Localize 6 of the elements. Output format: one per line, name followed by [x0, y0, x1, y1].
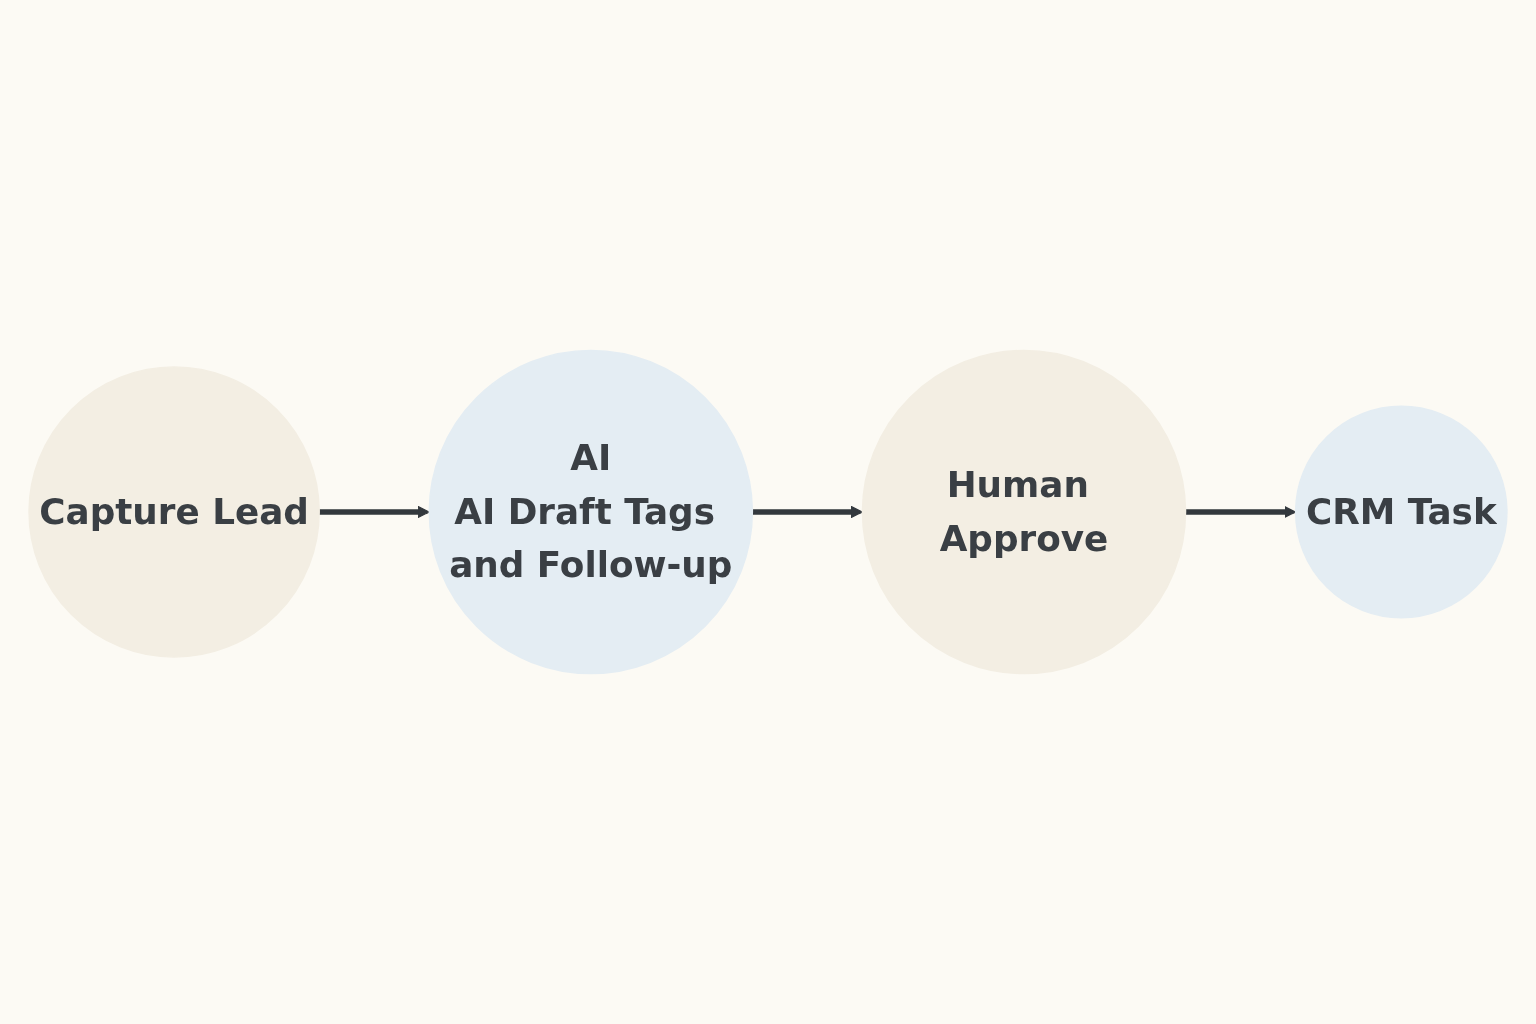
node-circle: CRM Task: [1294, 405, 1508, 619]
arrow: [752, 505, 863, 519]
arrow: [319, 505, 430, 519]
node-circle: Capture Lead: [28, 366, 320, 658]
node-circle: AI AI Draft Tags and Follow-up: [428, 349, 754, 675]
node-circle: Human Approve: [861, 349, 1187, 675]
